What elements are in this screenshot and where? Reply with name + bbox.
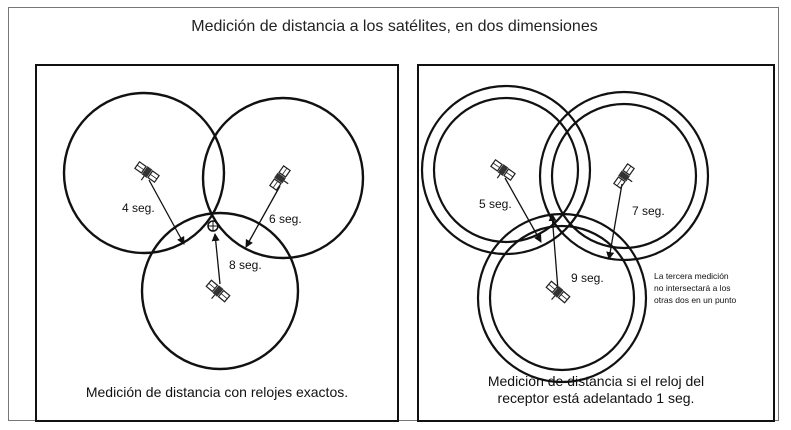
- range-circle-c-inner: [488, 224, 636, 372]
- label-8-seg: 8 seg.: [229, 258, 262, 272]
- range-arrow-b: [245, 185, 281, 248]
- note-line-3: otras dos en un punto: [654, 295, 737, 305]
- figure-frame: Medición de distancia a los satélites, e…: [8, 7, 779, 422]
- satellite-icon: [541, 279, 572, 308]
- figure-title: Medición de distancia a los satélites, e…: [191, 18, 598, 35]
- caption-line-2: receptor está adelantado 1 seg.: [497, 390, 695, 406]
- label-9-seg: 9 seg.: [571, 271, 604, 285]
- satellite-icon: [130, 160, 161, 188]
- range-arrow-a: [148, 179, 185, 245]
- satellite-icon: [268, 164, 296, 195]
- caption-exact-clocks: Medición de distancia con relojes exacto…: [85, 384, 349, 400]
- caption-receiver-clock-fast: Medición de distancia si el reloj del re…: [419, 373, 773, 407]
- range-circle-a-inner: [432, 96, 580, 244]
- note-line-2: no intersectará a los: [654, 283, 731, 293]
- label-4-seg: 4 seg.: [122, 201, 155, 215]
- panel-receiver-clock-fast: 5 seg. 7 seg. 9 seg. La tercera medición…: [417, 64, 775, 422]
- satellite-icon: [612, 162, 640, 193]
- range-circle-c: [140, 211, 300, 371]
- range-arrow-c: [211, 233, 221, 285]
- satellite-icon: [201, 278, 232, 307]
- diagram-exact-clocks: 4 seg. 6 seg. 8 seg.: [62, 91, 365, 371]
- label-7-seg: 7 seg.: [632, 204, 665, 218]
- range-circle-c-outer: [476, 212, 648, 384]
- note-line-1: La tercera medición: [654, 271, 729, 281]
- range-circle-b: [201, 96, 365, 260]
- label-6-seg: 6 seg.: [269, 212, 302, 226]
- label-5-seg: 5 seg.: [479, 197, 512, 211]
- range-arrow-c: [548, 213, 559, 291]
- range-circle-b-inner: [550, 102, 698, 250]
- caption-line-1: Medición de distancia si el reloj del: [487, 373, 705, 389]
- diagram-receiver-clock-fast: 5 seg. 7 seg. 9 seg. La tercera medición…: [420, 84, 737, 384]
- range-circle-a: [62, 91, 226, 255]
- range-arrow-a: [504, 177, 542, 243]
- satellite-icon: [486, 158, 517, 186]
- range-arrow-b: [606, 183, 623, 260]
- panel-exact-clocks: 4 seg. 6 seg. 8 seg. Medición de distanc…: [35, 64, 399, 422]
